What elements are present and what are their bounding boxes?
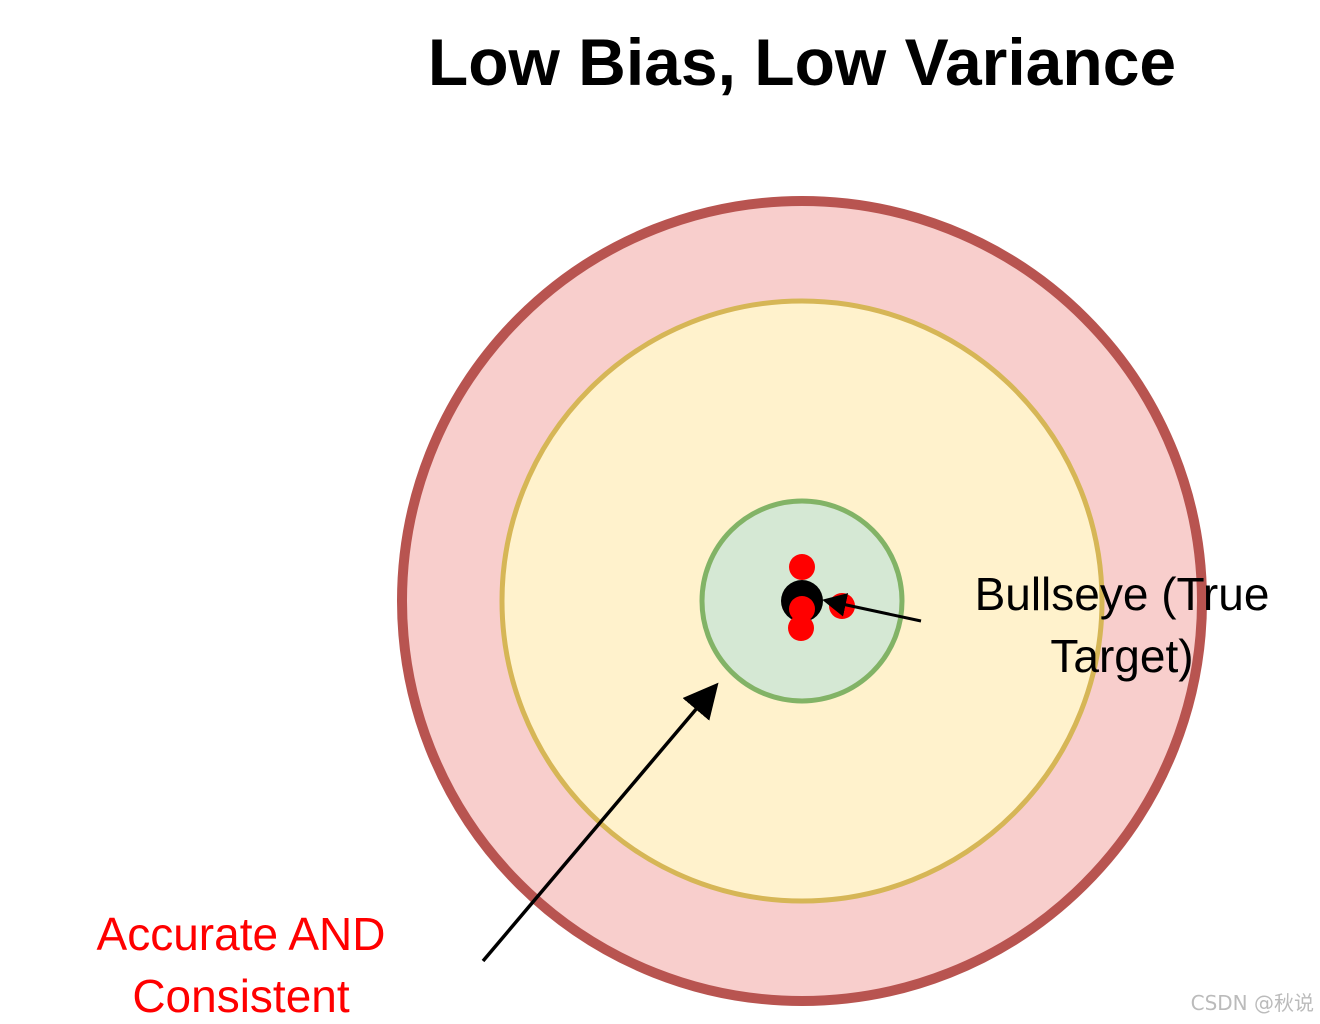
bullseye-label-line1: Bullseye (True <box>975 568 1270 620</box>
callout-label-line1: Accurate AND <box>97 908 386 960</box>
hit-dot <box>789 596 815 622</box>
callout-label-line2: Consistent <box>132 970 350 1022</box>
hit-dot <box>788 615 814 641</box>
hit-dot <box>789 554 815 580</box>
bullseye-label-line2: Target) <box>1050 630 1193 682</box>
bullseye-pointer-arrow <box>822 593 922 623</box>
callout-pointer-arrow <box>481 682 719 963</box>
watermark: CSDN @秋说 <box>1191 991 1314 1015</box>
diagram-title: Low Bias, Low Variance <box>428 25 1176 99</box>
